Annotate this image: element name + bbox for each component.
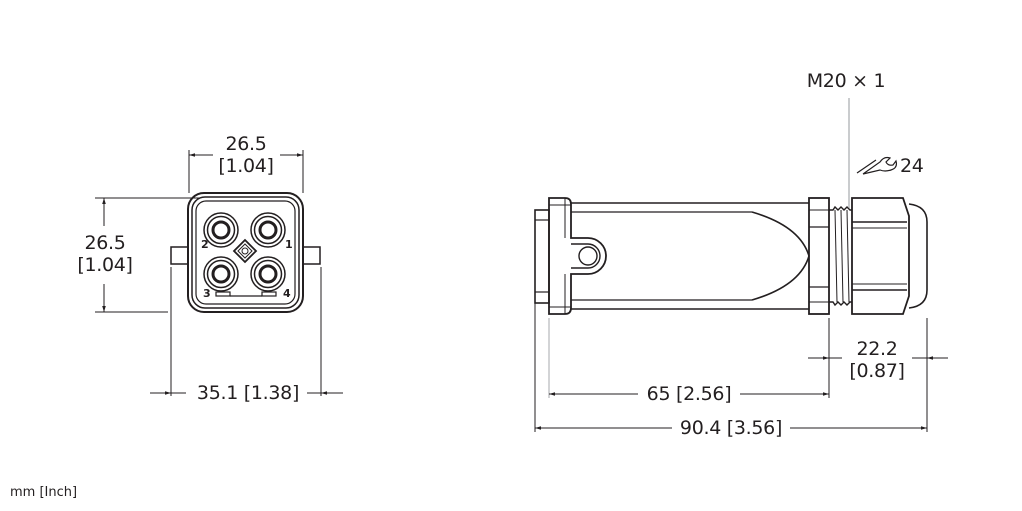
pin-label-1: 1 (285, 238, 293, 251)
pin-label-2: 2 (201, 238, 209, 251)
overall-length-dimension: 90.4 [3.56] (679, 417, 783, 439)
thread (829, 205, 852, 307)
front-width-mm: 26.5 (225, 133, 267, 155)
gland-length-inch: [0.87] (849, 360, 905, 382)
front-width-inch: [1.04] (218, 155, 274, 177)
gland-nut (851, 197, 910, 315)
screw-hole (578, 246, 598, 266)
front-view (95, 150, 343, 396)
body-length-dimension: 65 [2.56] (646, 383, 732, 405)
tab-left (170, 246, 189, 265)
front-height-inch: [1.04] (77, 254, 133, 276)
wrench-size-label: 24 (900, 155, 924, 177)
flange-body (548, 197, 607, 315)
pin-number-labels: 2 1 3 4 (201, 238, 293, 300)
pin-label-4: 4 (283, 287, 291, 300)
ground-diamond (232, 238, 258, 264)
front-width-dimension: 26.5 [1.04] (211, 133, 281, 177)
seal-dome (908, 203, 928, 309)
wrench-icon (856, 156, 898, 175)
units-note: mm [Inch] (10, 485, 78, 500)
rear-plate (534, 209, 550, 304)
body-taper (751, 211, 810, 301)
side-view (534, 98, 948, 432)
front-overall-width-dimension: 35.1 [1.38] (196, 382, 300, 404)
pin-label-3: 3 (203, 287, 211, 300)
thread-size-label: M20 × 1 (806, 70, 886, 92)
tab-right (302, 246, 321, 265)
contact-pins (203, 212, 286, 292)
gland-length-mm: 22.2 (856, 338, 898, 360)
front-height-dimension: 26.5 [1.04] (70, 232, 140, 276)
gland-length-dimension: 22.2 [0.87] (842, 338, 912, 382)
lock-nut (808, 197, 830, 315)
front-height-mm: 26.5 (84, 232, 126, 254)
